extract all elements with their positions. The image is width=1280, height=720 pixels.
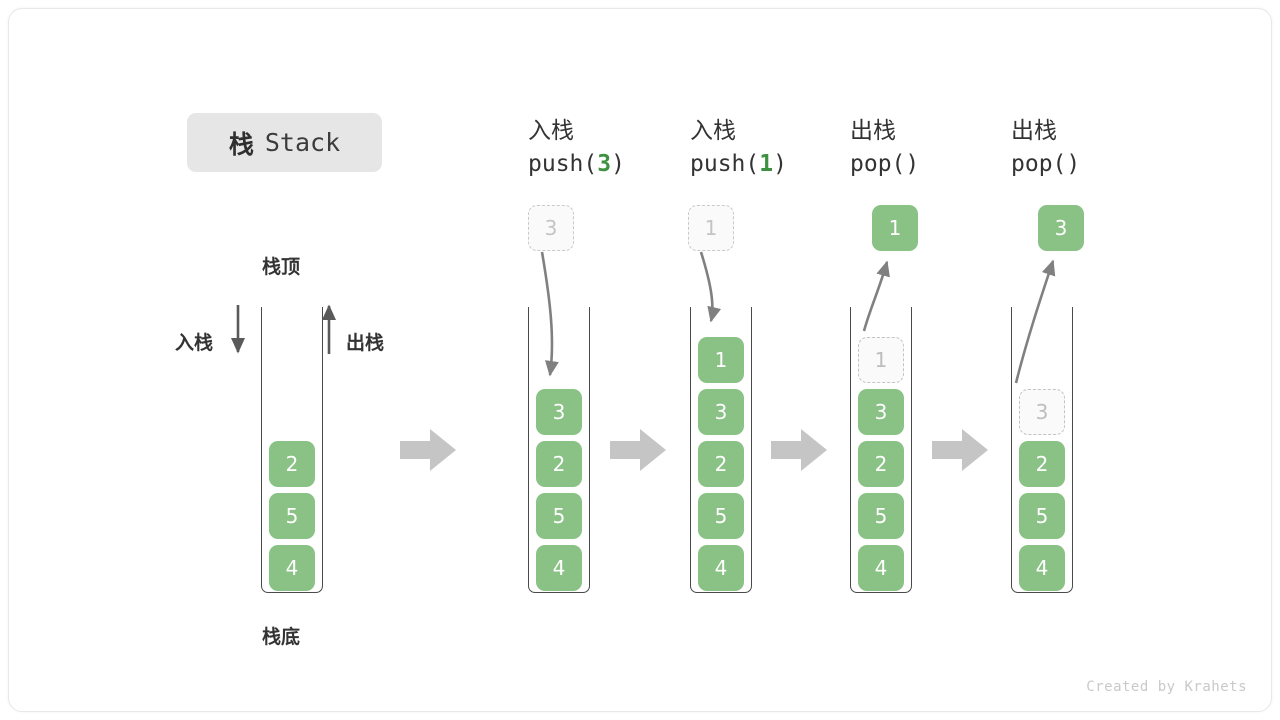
stack-cell: 2: [858, 441, 904, 487]
pop-direction-label: 出栈: [346, 332, 385, 354]
stage-arrow-2: [610, 429, 666, 471]
stack-cell: 5: [536, 493, 582, 539]
stack-container: [261, 307, 323, 593]
title-english: Stack: [264, 128, 341, 157]
step-operation-code: pop(): [850, 151, 920, 177]
stage-arrow-3: [771, 429, 827, 471]
step-operation-code: pop(): [1011, 151, 1081, 177]
stack-cell: 3: [536, 389, 582, 435]
stage-arrow-4: [932, 429, 988, 471]
step-operation-code: push(1): [690, 151, 787, 177]
stack-container: [1011, 307, 1073, 593]
push-direction-label: 入栈: [175, 332, 214, 354]
step-operation-arg: 1: [759, 151, 774, 177]
stack-cell: 2: [269, 441, 315, 487]
stack-cell: 3: [698, 389, 744, 435]
stack-cell: 4: [698, 545, 744, 591]
stack-cell: 2: [698, 441, 744, 487]
step-header-pop-1: 出栈 pop(): [850, 115, 1060, 181]
step-operation-code: push(3): [528, 151, 625, 177]
stack-top-label: 栈顶: [262, 256, 301, 278]
stack-cell-ghost: 3: [1019, 389, 1065, 435]
stack-container: [528, 307, 590, 593]
stage-arrow-1: [400, 429, 456, 471]
stack-cell: 2: [1019, 441, 1065, 487]
step-operation-label: 出栈: [1011, 118, 1057, 144]
step-operation-label: 入栈: [690, 118, 736, 144]
stack-cell: 4: [1019, 545, 1065, 591]
step-operation-arg: 3: [597, 151, 612, 177]
popped-element-pop-1: 1: [872, 205, 918, 251]
diagram-title: 栈 Stack: [187, 113, 382, 172]
stack-cell: 4: [269, 545, 315, 591]
stack-cell-ghost: 1: [858, 337, 904, 383]
step-header-push-3: 入栈 push(3): [528, 115, 738, 181]
stack-bottom-label: 栈底: [262, 626, 301, 648]
title-chinese: 栈: [228, 129, 255, 159]
footer-credit: Created by Krahets: [1086, 679, 1247, 695]
popped-element-pop-3: 3: [1038, 205, 1084, 251]
stack-container: [690, 307, 752, 593]
stack-cell: 5: [269, 493, 315, 539]
stack-cell: 5: [698, 493, 744, 539]
step-operation-label: 入栈: [528, 118, 574, 144]
step-header-pop-3: 出栈 pop(): [1011, 115, 1221, 181]
step-header-push-1: 入栈 push(1): [690, 115, 900, 181]
stack-cell: 3: [858, 389, 904, 435]
stack-container: [850, 307, 912, 593]
pending-push-element-push-3: 3: [528, 205, 574, 251]
stack-cell: 2: [536, 441, 582, 487]
stack-cell: 1: [698, 337, 744, 383]
stack-cell: 4: [536, 545, 582, 591]
stack-cell: 5: [858, 493, 904, 539]
step-operation-label: 出栈: [850, 118, 896, 144]
stack-cell: 4: [858, 545, 904, 591]
stack-cell: 5: [1019, 493, 1065, 539]
pending-push-element-push-1: 1: [688, 205, 734, 251]
